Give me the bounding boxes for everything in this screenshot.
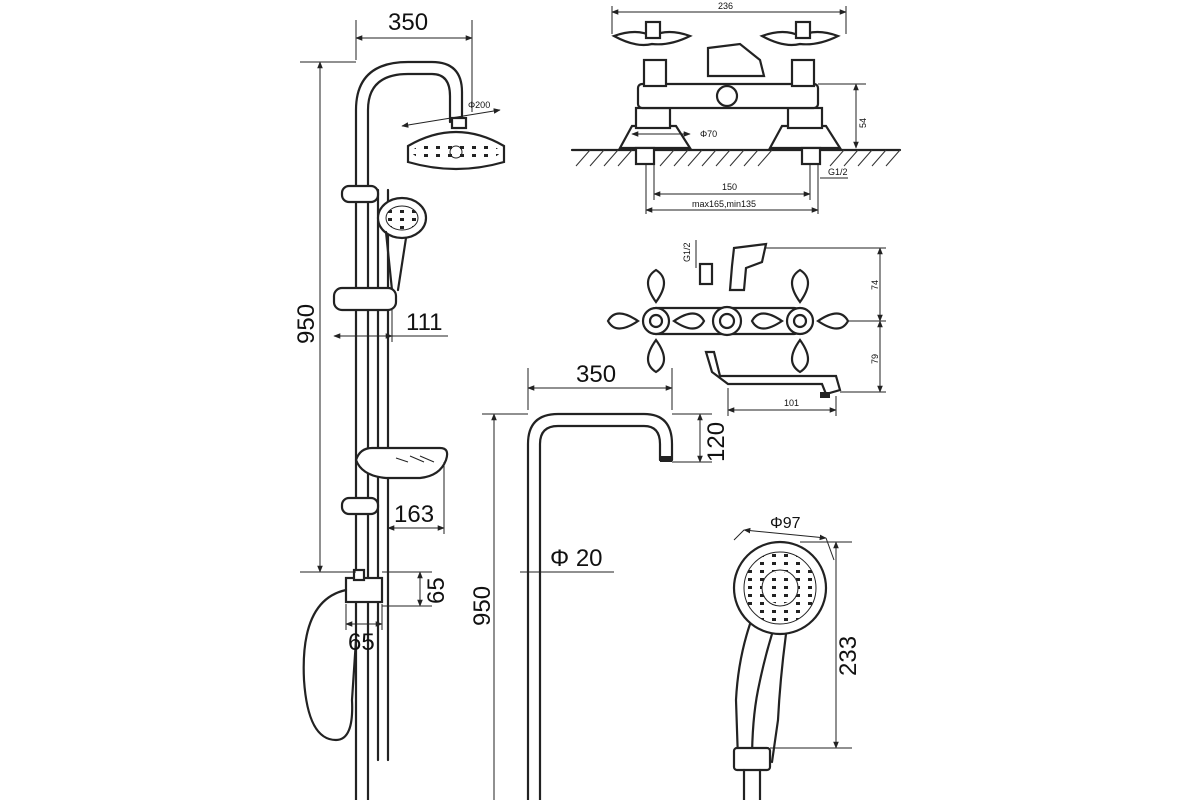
dim-diverter-height: 65 xyxy=(423,577,450,604)
dim-flange-diameter: Φ70 xyxy=(700,129,717,139)
riser-pipe xyxy=(354,60,464,800)
dim-pipe-height: 950 xyxy=(469,586,496,626)
mixer-front-view xyxy=(606,242,850,398)
dim-mixer-height: 54 xyxy=(858,118,868,128)
dim-slider-offset: 111 xyxy=(406,309,442,336)
slider xyxy=(332,286,398,312)
dim-head-diameter: Φ200 xyxy=(468,100,490,110)
dim-centres: 150 xyxy=(722,182,737,192)
left-cross-handle xyxy=(606,268,706,374)
dim-column-width: 350 xyxy=(388,9,428,36)
dim-pipe-diameter: Φ 20 xyxy=(550,545,603,572)
hand-shower-dimensions: Φ97 233 xyxy=(733,515,862,749)
shower-hose xyxy=(302,588,358,742)
dim-top-height: 74 xyxy=(870,280,880,290)
dim-centres-range: max165,min135 xyxy=(692,199,756,209)
dim-hand-length: 233 xyxy=(835,636,862,676)
dim-pipe-width: 350 xyxy=(576,361,616,388)
rail-holder-top xyxy=(340,184,380,204)
diverter xyxy=(344,568,384,604)
dim-thread-bottom: G1/2 xyxy=(828,167,848,177)
dim-hand-diameter: Φ97 xyxy=(770,515,801,532)
soap-dish xyxy=(354,446,449,480)
mixer-elevation-dimensions: 236 54 Φ70 150 max165,min135 G1/2 xyxy=(611,1,868,214)
dim-bottom-height: 79 xyxy=(870,354,880,364)
mixer-front-dimensions: G1/2 74 79 101 xyxy=(682,240,886,416)
wall-hatching xyxy=(575,149,901,167)
right-cross-handle xyxy=(750,268,850,374)
hand-shower xyxy=(732,540,828,800)
column-dimensions: 350 950 Φ200 111 163 65 65 xyxy=(293,9,501,656)
pipe-dimensions: 350 950 120 Φ 20 xyxy=(469,361,730,800)
rail-holder-bottom xyxy=(340,496,380,516)
shower-column-assembly xyxy=(302,60,506,800)
dim-diverter-width: 65 xyxy=(348,629,375,656)
dim-thread-side: G1/2 xyxy=(682,242,692,262)
dim-mixer-width: 236 xyxy=(718,1,733,11)
hand-shower-small xyxy=(376,196,428,292)
dim-pipe-drop: 120 xyxy=(703,422,730,462)
overhead-shower-head xyxy=(406,116,506,171)
mixer-elevation xyxy=(570,20,902,167)
dim-column-height: 950 xyxy=(293,304,320,344)
dim-spout-reach: 101 xyxy=(784,398,799,408)
bent-pipe xyxy=(526,412,674,800)
dim-soap-dish-depth: 163 xyxy=(394,501,434,528)
hand-shower-grip xyxy=(734,622,788,764)
